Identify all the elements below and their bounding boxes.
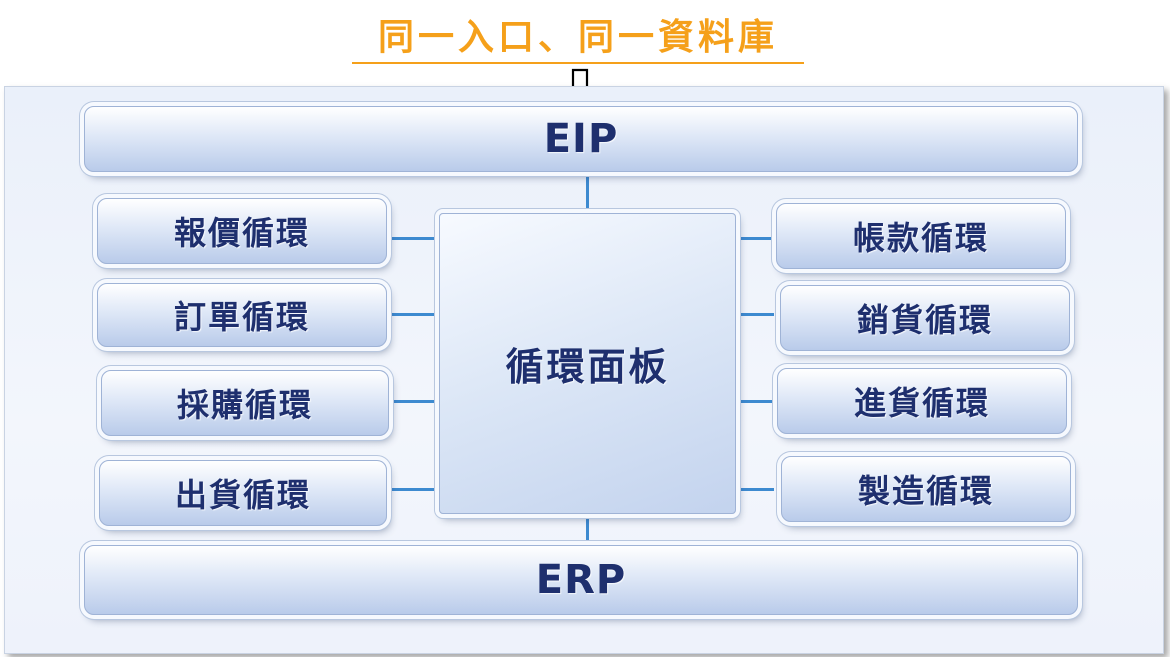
left-item-3: 採購循環 (101, 370, 389, 436)
eip-bar: EIP (84, 106, 1078, 172)
connector-left-1 (389, 237, 437, 240)
left-item-1: 報價循環 (97, 198, 387, 264)
connector-left-4 (389, 488, 437, 491)
right-item-1: 帳款循環 (776, 203, 1066, 269)
connector-eip-center (586, 176, 589, 210)
connector-right-1 (738, 237, 774, 240)
center-panel: 循環面板 (439, 213, 736, 514)
connector-left-2 (389, 313, 437, 316)
right-item-4: 製造循環 (781, 456, 1071, 522)
page-title: 同一入口、同一資料庫 (377, 17, 778, 58)
right-item-2: 銷貨循環 (780, 285, 1070, 351)
connector-right-2 (738, 313, 774, 316)
left-item-4: 出貨循環 (99, 460, 387, 526)
connector-right-4 (738, 488, 774, 491)
erp-bar: ERP (84, 545, 1078, 615)
connector-left-3 (389, 400, 437, 403)
left-item-2: 訂單循環 (97, 283, 387, 347)
connector-center-erp (586, 514, 589, 544)
title-underline (352, 62, 804, 64)
connector-right-3 (738, 400, 774, 403)
right-item-3: 進貨循環 (777, 368, 1067, 434)
